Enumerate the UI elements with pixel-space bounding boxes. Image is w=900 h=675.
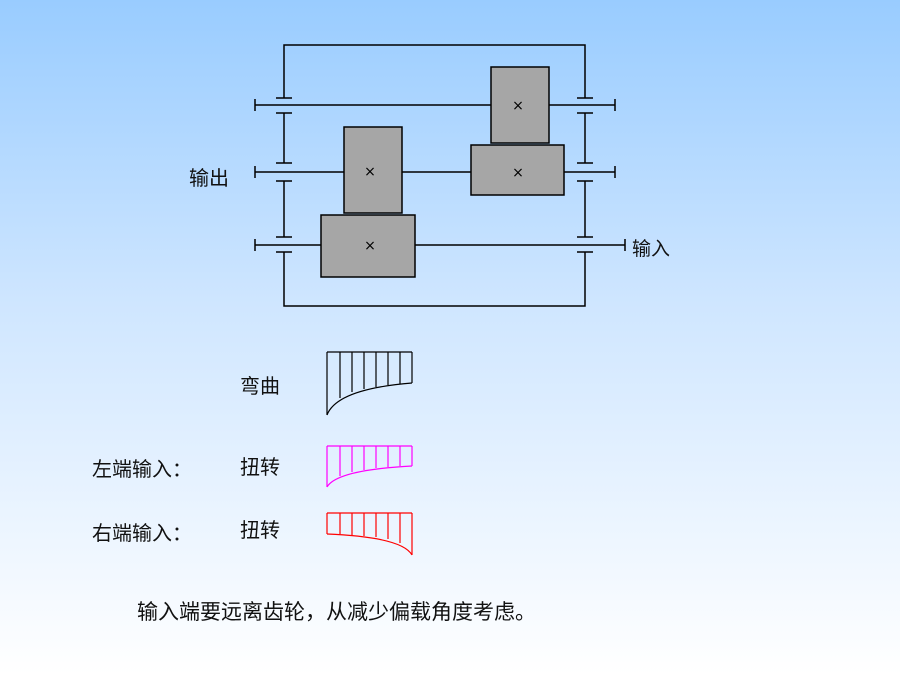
left-input-prefix: 左端输入： bbox=[92, 457, 192, 481]
output-label: 输出 bbox=[189, 166, 229, 190]
gear-mark: × bbox=[364, 238, 376, 254]
input-label: 输入 bbox=[632, 238, 671, 260]
right-input-prefix: 右端输入： bbox=[92, 521, 192, 545]
bending-label: 弯曲 bbox=[240, 374, 280, 398]
right-torsion-diagram bbox=[326, 512, 413, 556]
left-torsion-label: 扭转 bbox=[240, 455, 280, 479]
gear-low-large bbox=[320, 214, 416, 278]
housing-bottom bbox=[283, 252, 586, 307]
housing-top bbox=[283, 44, 586, 98]
gear-mark: × bbox=[512, 165, 524, 181]
gear-high-small bbox=[490, 66, 550, 144]
conclusion-text: 输入端要远离齿轮，从减少偏载角度考虑。 bbox=[137, 600, 536, 624]
gear-mark: × bbox=[364, 164, 376, 180]
right-torsion-label: 扭转 bbox=[240, 518, 280, 542]
gear-mark: × bbox=[512, 98, 524, 114]
bending-moment-diagram bbox=[326, 351, 413, 416]
gear-high-large bbox=[470, 144, 565, 196]
left-torsion-diagram bbox=[326, 445, 413, 488]
gear-low-small bbox=[343, 126, 403, 214]
